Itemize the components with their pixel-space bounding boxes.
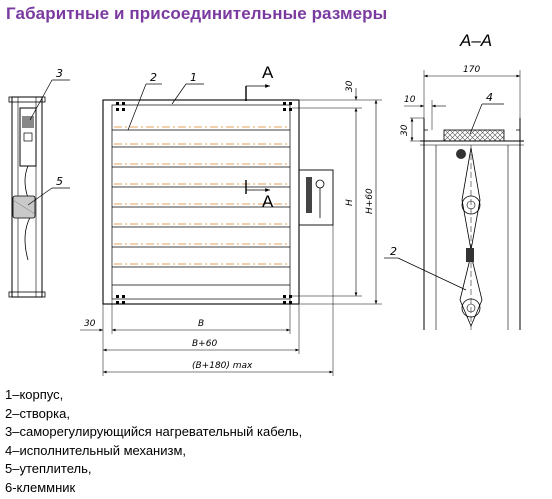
dim-30-top: 30 xyxy=(345,80,355,92)
callout-4: 4 xyxy=(486,91,493,104)
side-view xyxy=(8,96,46,298)
dim-170: 170 xyxy=(463,65,480,75)
dim-10: 10 xyxy=(404,95,416,105)
page-title: Габаритные и присоединительные размеры xyxy=(6,4,388,23)
legend-item: 1–корпус, xyxy=(5,387,64,402)
legend: 1–корпус, 2–створка, 3–саморегулирующийс… xyxy=(5,386,302,497)
dim-B180: (B+180) max xyxy=(192,361,253,371)
section-view xyxy=(420,118,524,330)
dim-30-left: 30 xyxy=(84,319,96,329)
callout-5: 5 xyxy=(56,175,63,188)
legend-item: 5–утеплитель, xyxy=(5,461,92,476)
dim-H60: H+60 xyxy=(365,188,375,214)
section-mark-top: А xyxy=(262,63,274,82)
callout-1: 1 xyxy=(190,71,197,84)
legend-item: 4–исполнительный механизм, xyxy=(5,442,187,458)
legend-item: 2–створка, xyxy=(5,405,70,421)
callout-2-section: 2 xyxy=(390,245,397,258)
legend-item: 3–саморегулирующийся нагревательный кабе… xyxy=(5,424,303,439)
dim-H: H xyxy=(345,199,355,206)
section-label: А–А xyxy=(459,31,492,50)
section-mark-bottom: А xyxy=(262,192,274,211)
legend-item: 6-клеммник xyxy=(5,479,76,495)
dim-B60: B+60 xyxy=(192,339,217,349)
dim-B: B xyxy=(198,319,204,329)
callout-3: 3 xyxy=(56,67,63,80)
dim-30-section: 30 xyxy=(400,124,410,136)
front-view xyxy=(102,99,334,305)
callout-2-front: 2 xyxy=(150,71,157,84)
